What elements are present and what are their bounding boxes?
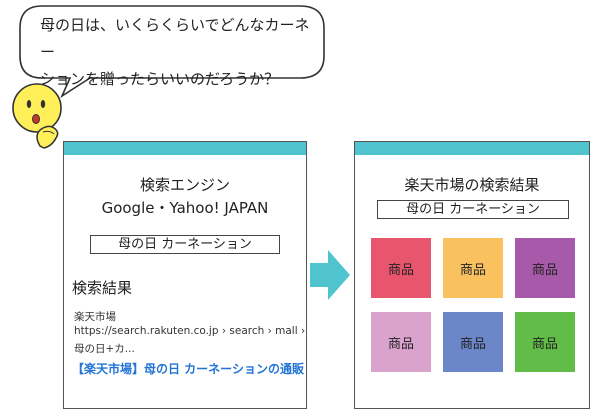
rakuten-query-box[interactable]: 母の日 カーネーション (377, 200, 569, 219)
product-label: 商品 (459, 336, 486, 352)
result-url: https://search.rakuten.co.jp › search › … (74, 325, 306, 337)
right-arrow-icon (310, 250, 350, 300)
search-query-box[interactable]: 母の日 カーネーション (90, 235, 280, 254)
speech-bubble (19, 5, 325, 99)
search-engine-panel: 検索エンジン Google・Yahoo! JAPAN 母の日 カーネーション 検… (63, 141, 307, 409)
product-label: 商品 (531, 336, 558, 352)
search-engine-title: 検索エンジン (139, 176, 230, 194)
rakuten-results-panel: 楽天市場の検索結果 母の日 カーネーション 商品 商品 商品 商品 商品 商品 (354, 141, 590, 409)
product-label: 商品 (387, 336, 414, 352)
product-tile[interactable]: 商品 (371, 312, 431, 372)
product-tile[interactable]: 商品 (515, 312, 575, 372)
search-engine-names: Google・Yahoo! JAPAN (101, 199, 269, 217)
bubble-line-2: ションを贈ったらいいのだろうか？ (40, 70, 280, 88)
product-tile[interactable]: 商品 (443, 238, 503, 298)
rakuten-results-title: 楽天市場の検索結果 (404, 176, 540, 194)
product-tile[interactable]: 商品 (371, 238, 431, 298)
speech-bubble-text: 母の日は、いくらくらいでどんなカーネー ションを贈ったらいいのだろうか？ (40, 12, 320, 93)
result-site-name: 楽天市場 (74, 311, 116, 323)
search-results-heading: 検索結果 (72, 279, 133, 297)
product-tile[interactable]: 商品 (443, 312, 503, 372)
bubble-line-1: 母の日は、いくらくらいでどんなカーネー (40, 16, 310, 61)
product-label: 商品 (459, 262, 486, 278)
product-tile[interactable]: 商品 (515, 238, 575, 298)
result-link-title[interactable]: 【楽天市場】母の日 カーネーションの通販 (72, 362, 304, 376)
result-path: 母の日+カ... (74, 343, 135, 355)
panel-header-bar (64, 142, 306, 155)
thinking-character-icon (12, 83, 62, 149)
product-label: 商品 (531, 262, 558, 278)
panel-header-bar (355, 142, 589, 155)
product-label: 商品 (387, 262, 414, 278)
